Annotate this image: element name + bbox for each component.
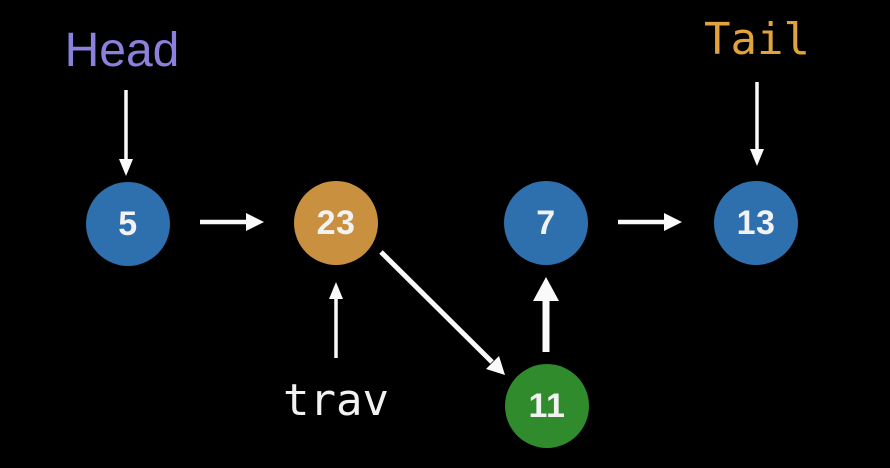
next-arrow-5-to-23 bbox=[200, 213, 264, 231]
node-13-value: 13 bbox=[736, 203, 776, 242]
tail-pointer-arrow bbox=[750, 82, 764, 166]
node-5: 5 bbox=[86, 182, 170, 266]
next-arrow-7-to-13 bbox=[618, 213, 682, 231]
next-arrow-23-to-11 bbox=[379, 250, 505, 375]
head-pointer-arrow bbox=[119, 90, 133, 176]
head-label: Head bbox=[64, 24, 180, 77]
node-23: 23 bbox=[294, 181, 378, 265]
node-11: 11 bbox=[505, 364, 589, 448]
node-7: 7 bbox=[504, 181, 588, 265]
trav-label: trav bbox=[283, 375, 389, 426]
next-arrow-11-to-7 bbox=[533, 277, 559, 352]
node-7-value: 7 bbox=[536, 203, 556, 242]
trav-pointer-arrow bbox=[329, 282, 343, 358]
node-13: 13 bbox=[714, 181, 798, 265]
node-5-value: 5 bbox=[118, 204, 138, 243]
node-11-value: 11 bbox=[528, 386, 566, 425]
tail-label: Tail bbox=[704, 14, 810, 65]
node-23-value: 23 bbox=[316, 203, 356, 242]
